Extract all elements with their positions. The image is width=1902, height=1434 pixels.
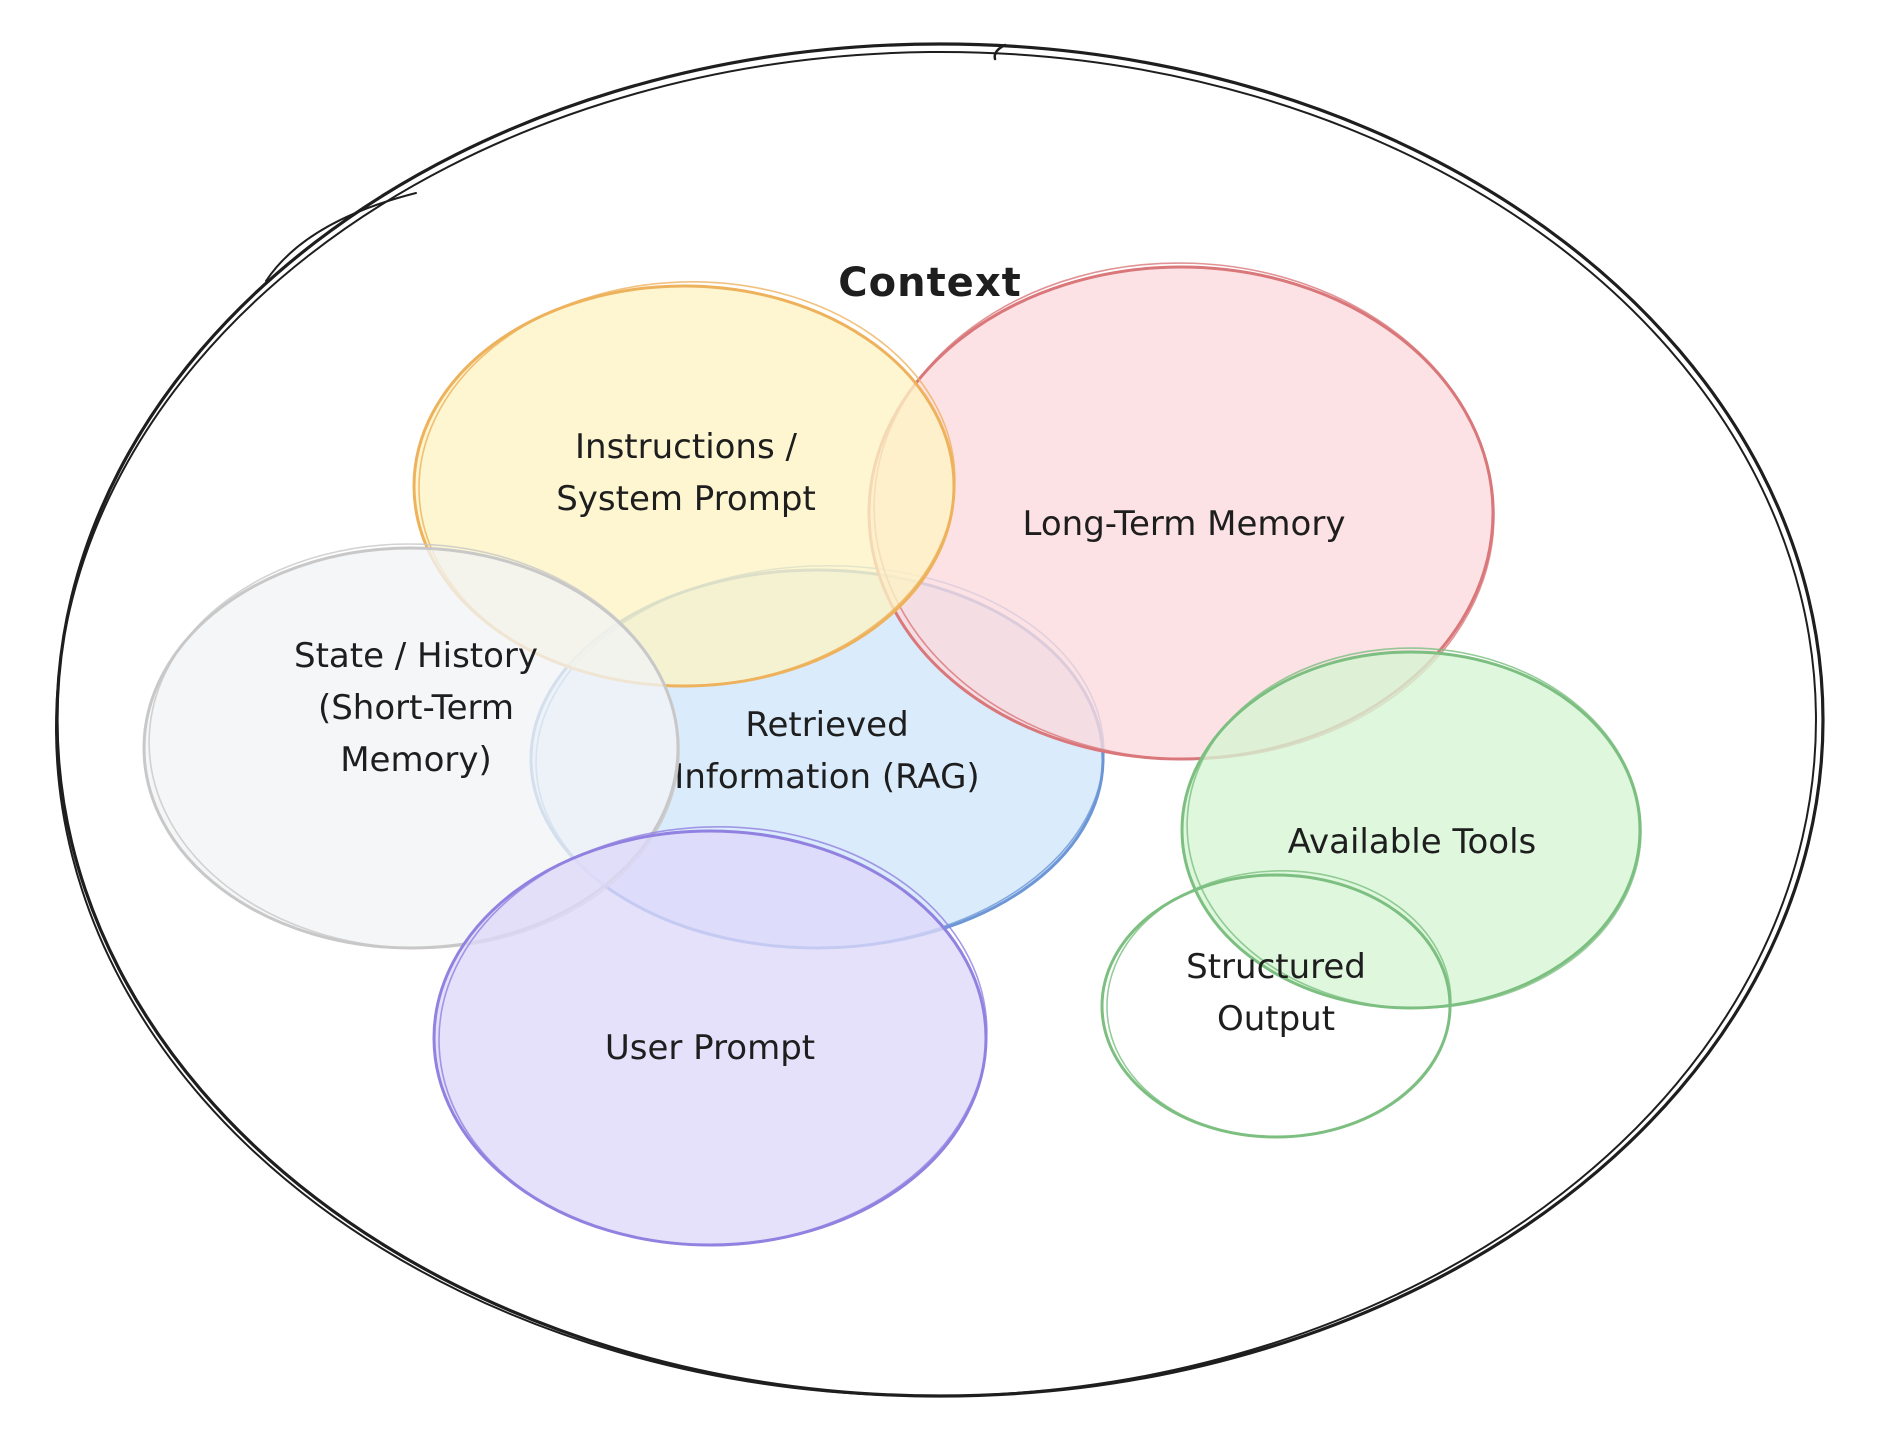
set-long-term-memory [867,262,1495,761]
set-label-line: State / History [294,636,538,676]
set-label-line: (Short-Term [318,688,514,728]
set-label-user-prompt: User Prompt [605,1028,815,1068]
set-label-line: Instructions / [575,427,797,467]
context-outline-stroke-tail [993,43,1007,61]
set-label-line: Available Tools [1288,822,1536,862]
context-container [55,42,1825,1398]
set-structured-output [1100,870,1452,1139]
set-label-line: Output [1217,999,1335,1039]
set-label-line: Retrieved [745,705,908,745]
set-label-available-tools: Available Tools [1288,822,1536,862]
set-outline-sketch-state-history [148,543,680,949]
context-outline-stroke-tail [265,192,417,282]
set-outline-sketch-available-tools [1186,647,1642,1009]
context-outline-sketch [55,50,1817,1398]
set-label-line: Long-Term Memory [1023,504,1346,544]
set-user-prompt [432,826,988,1247]
set-label-instructions: Instructions / System Prompt [556,427,816,519]
set-available-tools [1180,647,1642,1010]
set-label-line: Structured [1186,947,1366,987]
set-label-line: User Prompt [605,1028,815,1068]
context-title: Context [838,260,1021,306]
set-outline-sketch-structured-output [1106,870,1452,1138]
set-outline-sketch-user-prompt [438,826,988,1246]
set-label-line: Information (RAG) [674,757,979,797]
set-label-line: System Prompt [556,479,816,519]
set-label-long-term-memory: Long-Term Memory [1023,504,1346,544]
set-outline-sketch-instructions [418,281,956,687]
set-label-line: Memory) [340,740,492,780]
set-state-history [142,543,680,950]
